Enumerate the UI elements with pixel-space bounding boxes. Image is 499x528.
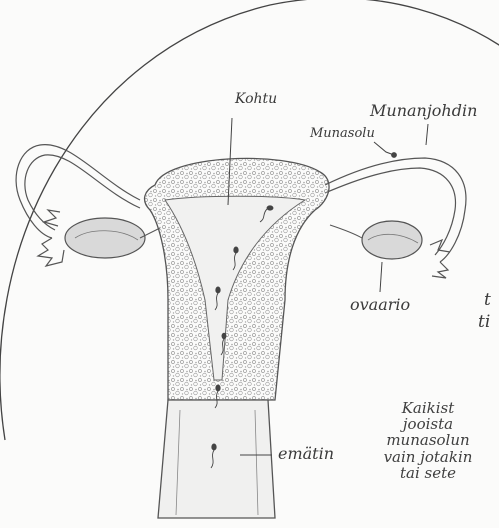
left-ovary <box>65 218 160 258</box>
note-line: jooista <box>358 416 498 432</box>
label-ovaario: ovaario <box>350 297 410 313</box>
right-ovary <box>330 221 422 259</box>
note-line: munasolun <box>358 432 498 448</box>
edge-fragment-t: t <box>484 292 491 309</box>
edge-fragment-ti: ti <box>478 314 490 331</box>
right-margin-note: Kaikist jooista munasolun vain jotakin t… <box>358 400 498 481</box>
right-fallopian-tube <box>325 158 466 278</box>
note-line: tai sete <box>358 465 498 481</box>
label-munasolu: Munasolu <box>310 127 375 140</box>
label-kohtu: Kohtu <box>235 92 277 106</box>
note-line: vain jotakin <box>358 449 498 465</box>
uterus-wall <box>145 158 330 400</box>
label-ematin: emätin <box>278 446 334 462</box>
note-line: Kaikist <box>358 400 498 416</box>
label-munanjohdin: Munanjohdin <box>370 103 477 119</box>
